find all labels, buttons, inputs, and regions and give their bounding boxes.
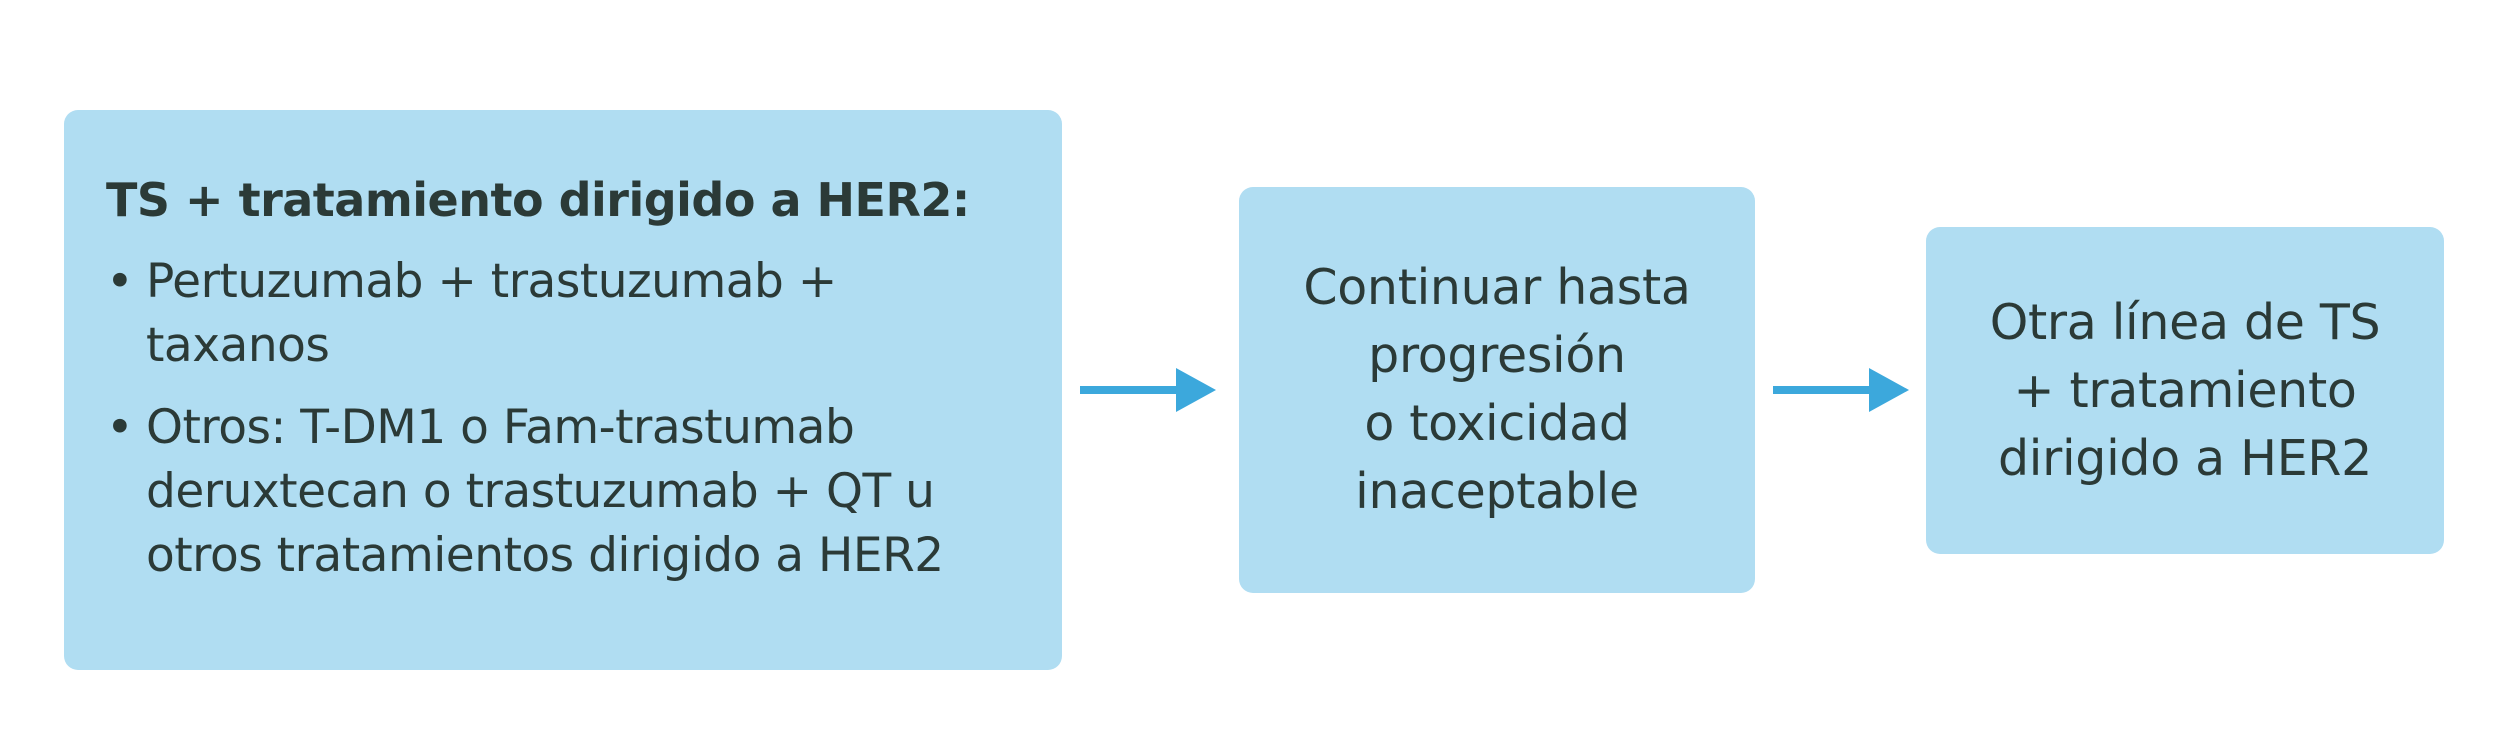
bullet-text: Pertuzumab + trastuzumab + taxanos (146, 254, 837, 373)
step-2-text: Continuar hasta progresión o toxicidad i… (1303, 259, 1691, 520)
step-1-title: TS + tratamiento dirigido a HER2: (106, 173, 970, 227)
bullet-item: • Pertuzumab + trastuzumab + taxanos (106, 250, 1026, 378)
step-1-bullet-list: • Pertuzumab + trastuzumab + taxanos • O… (106, 250, 1026, 588)
arrow-right-icon (1773, 368, 1909, 412)
bullet-text: Otros: T-DM1 o Fam-trastumab deruxtecan … (146, 400, 944, 583)
step-3-box: Otra línea de TS + tratamiento dirigido … (1926, 227, 2444, 554)
step-2-box: Continuar hasta progresión o toxicidad i… (1239, 187, 1755, 593)
step-3-text: Otra línea de TS + tratamiento dirigido … (1989, 293, 2381, 487)
bullet-icon: • (106, 400, 134, 455)
step-1-box: TS + tratamiento dirigido a HER2: • Pert… (64, 110, 1062, 670)
arrow-right-icon (1080, 368, 1216, 412)
bullet-item: • Otros: T-DM1 o Fam-trastumab deruxteca… (106, 396, 1026, 588)
bullet-icon: • (106, 254, 134, 309)
